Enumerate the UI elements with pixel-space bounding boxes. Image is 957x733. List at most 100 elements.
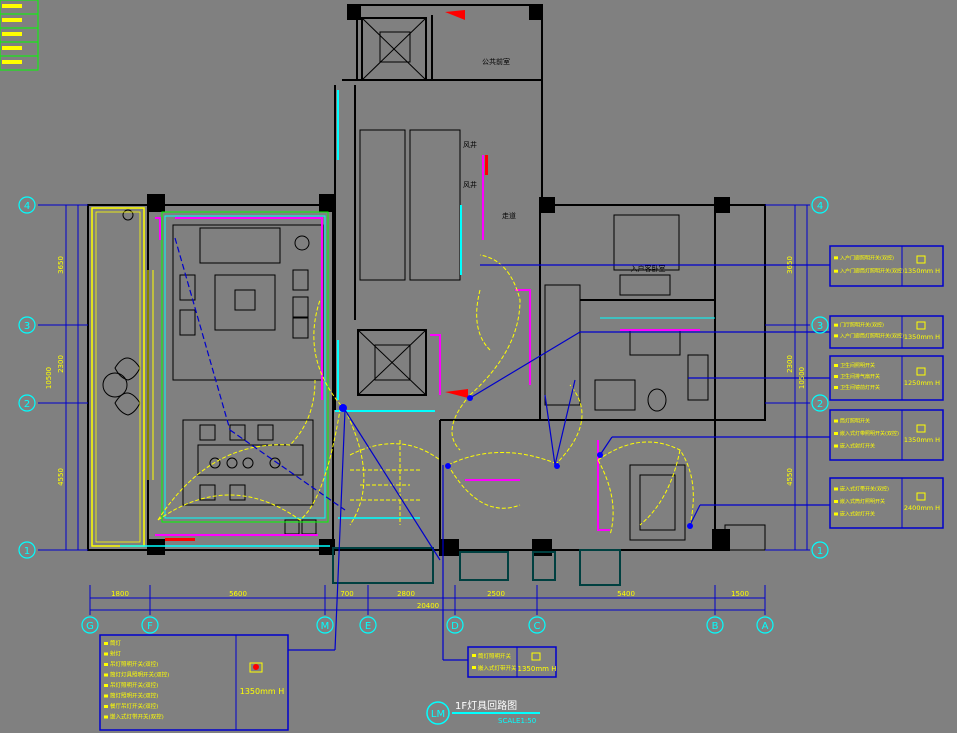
legend-box-line: 卫生间排气扇开关: [840, 373, 880, 380]
grid-label-col: F: [147, 621, 153, 632]
bottom-legend-line: 吊灯照明开关(双控): [110, 681, 158, 689]
grid-bubble-row-right: [811, 394, 829, 412]
furniture-living: [102, 209, 324, 535]
mid-legend-line-2: 嵌入式灯带开关: [478, 664, 517, 672]
grid-bubble-row-left: [18, 541, 36, 559]
home-run-lines: [174, 237, 830, 661]
dim-left-3: 4550: [57, 468, 65, 486]
title-main: 1F灯具回路图: [455, 699, 517, 712]
legend-box-line: 嵌入式灯带照明开关(双控): [840, 430, 899, 437]
bottom-legend-line: 吊灯照明开关(双控): [110, 660, 158, 668]
layer-legend: [0, 0, 39, 71]
legend-box-line: 筒灯照明开关: [840, 418, 870, 425]
grid-bubble-row-right: [811, 196, 829, 214]
grid-label-row-right: 4: [817, 201, 823, 212]
lighting-circuits: [157, 254, 694, 536]
dim-bottom-total: 20400: [417, 602, 439, 610]
bottom-legend-line: 射灯: [110, 650, 122, 658]
accent-lines: [155, 155, 700, 536]
legend-box-line: 嵌入式筒灯照明开关: [840, 498, 885, 505]
dim-left-2: 2300: [57, 355, 65, 373]
grid-label-col: D: [451, 621, 459, 632]
room-bedroom: 入户客卧室: [631, 264, 666, 273]
dim-left-1: 3650: [57, 256, 65, 274]
bottom-legend-line: 筒灯: [110, 639, 122, 647]
grid-bubble-row-left: [18, 316, 36, 334]
grid-bubble-row-right: [811, 316, 829, 334]
bottom-legend-line: 餐厅吊灯开关(双控): [110, 702, 158, 710]
dim-right-3: 4550: [786, 468, 794, 486]
legend-box-line: 嵌入式射灯开关: [840, 511, 875, 518]
legend-box-line: 卫生间镜前灯开关: [840, 384, 880, 391]
dim-bottom-5: 2500: [487, 590, 505, 598]
bottom-legend-line: 筒灯照明开关(双控): [110, 692, 158, 700]
room-public-stair: 公共前室: [482, 57, 510, 66]
bottom-legend-line: 筒灯灯具照明开关(双控): [110, 671, 169, 679]
legend-box-line: 嵌入式射灯开关: [840, 443, 875, 450]
grid-bubble-col: [446, 616, 464, 634]
grid-label-col: C: [534, 621, 541, 632]
dimension-text: 1800 5600 700 2800 2500 5400 1500 20400 …: [45, 256, 806, 610]
dim-bottom-2: 5600: [229, 590, 247, 598]
window-lines: [91, 90, 715, 547]
dim-bottom-3: 700: [340, 590, 353, 598]
legend-box-height: 1350mm H: [904, 267, 940, 275]
legend-box-line: 入户门廊照明开关(双控): [840, 254, 894, 261]
legend-box-line: 嵌入式灯带开关(双控): [840, 486, 889, 493]
legend-box-height: 2400mm H: [904, 504, 940, 512]
grid-bubble-row-left: [18, 196, 36, 214]
legend-box-height: 1350mm H: [904, 333, 940, 341]
grid-label-col: G: [86, 621, 94, 632]
legend-box-line: 卫生间照明开关: [840, 362, 875, 369]
legend-box-height: 1250mm H: [904, 379, 940, 387]
grid-label-row-left: 1: [24, 546, 30, 557]
grid-label-col: B: [712, 621, 719, 632]
grid-bubble-col: [316, 616, 334, 634]
dim-bottom-1: 1800: [111, 590, 129, 598]
dim-right-total: 10500: [798, 367, 806, 389]
grid-label-row-left: 2: [24, 399, 30, 410]
legend-box-line: 入户门廊筒灯照明开关(双控): [840, 268, 904, 275]
grid-label-col: M: [321, 621, 330, 632]
grid-label-row-right: 1: [817, 546, 823, 557]
grid-bubble-col: [706, 616, 724, 634]
legend-box: 入户门廊照明开关(双控) 入户门廊筒灯照明开关(双控)1350mm H: [829, 245, 944, 287]
switch-legend-mid: 筒灯照明开关 嵌入式灯带开关 1350mm H: [467, 646, 557, 678]
dim-bottom-7: 1500: [731, 590, 749, 598]
switch-legend-right: 入户门廊照明开关(双控)入户门廊筒灯照明开关(双控)1350mm H门厅照明开关…: [829, 245, 944, 529]
legend-box-height: 1350mm H: [904, 436, 940, 444]
grid-bubble-row-left: [18, 394, 36, 412]
dim-right-2: 2300: [786, 355, 794, 373]
grid-label-row-left: 4: [24, 201, 30, 212]
legend-box-line: 门厅照明开关(双控): [840, 322, 884, 329]
grid-bubble-row-right: [811, 541, 829, 559]
dim-right-1: 3650: [786, 256, 794, 274]
grid-label-row-right: 3: [817, 321, 823, 332]
dim-bottom-4: 2800: [397, 590, 415, 598]
bottom-legend-line: 嵌入式灯带开关(双控): [110, 713, 164, 721]
grid-row-bubbles-right: 4 3 2 1: [811, 196, 829, 559]
grid-bubble-col: [359, 616, 377, 634]
drawing-title: LM 1F灯具回路图 SCALE1:50: [426, 699, 540, 725]
mid-legend-height: 1350mm H: [518, 665, 557, 673]
mid-legend-line-1: 筒灯照明开关: [478, 652, 512, 660]
title-badge: [426, 701, 450, 725]
grid-label-row-right: 2: [817, 399, 823, 410]
architecture-walls: [87, 4, 766, 586]
dim-left-total: 10500: [45, 367, 53, 389]
grid-lines: [38, 204, 810, 615]
title-badge-text: LM: [431, 709, 445, 720]
legend-box: 门厅照明开关(双控)入户门廊筒灯照明开关(双控)1350mm H: [829, 315, 944, 349]
grid-bubble-col: [141, 616, 159, 634]
room-shaft-2: 风井: [463, 180, 477, 189]
dim-bottom-6: 5400: [617, 590, 635, 598]
grid-bubble-col: [756, 616, 774, 634]
